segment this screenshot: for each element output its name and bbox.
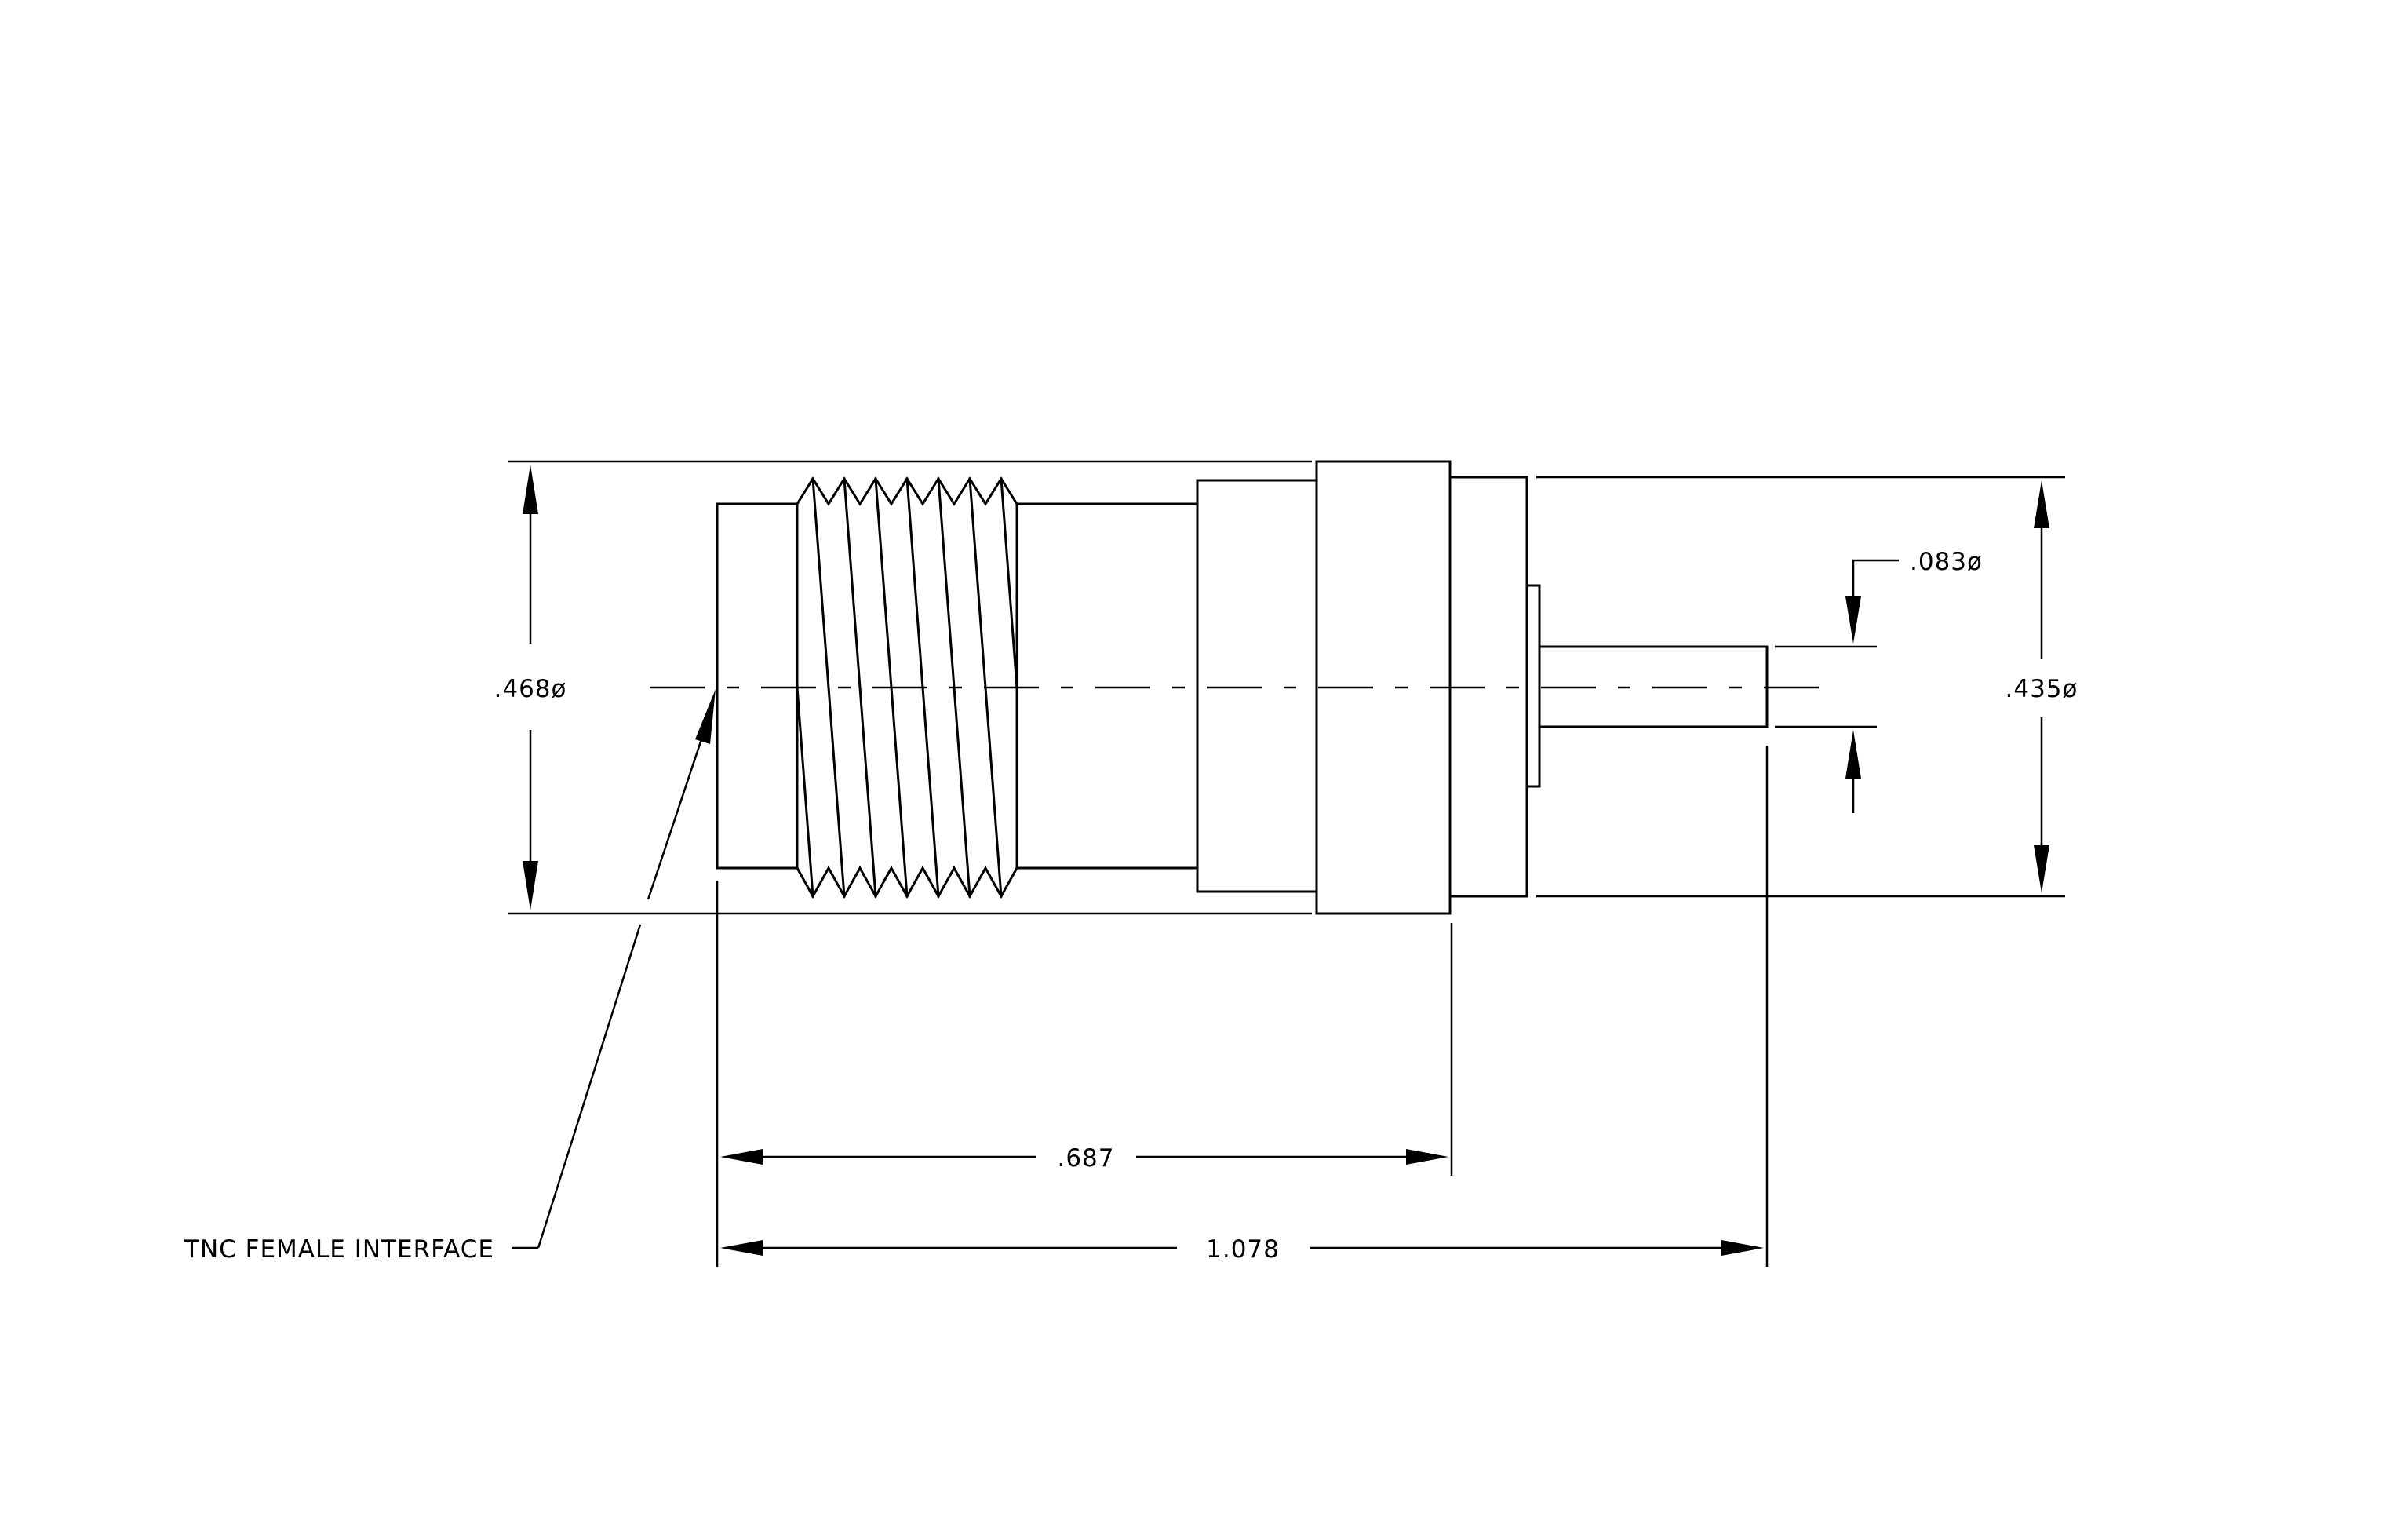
dim-rear-diameter: .435ø [2005,480,2078,893]
dim-body-diameter: .468ø [494,465,567,910]
dim-overall-length-label: 1.078 [1206,1235,1280,1264]
dim-pin-diameter-label: .083ø [1910,548,1983,576]
dim-overall-length: 1.078 [720,1235,1764,1264]
dim-interface-length: .687 [720,1144,1448,1173]
dim-body-diameter-label: .468ø [494,675,567,703]
callout-leader: TNC FEMALE INTERFACE [184,689,716,1264]
extension-lines [508,460,2065,1267]
dim-interface-length-label: .687 [1057,1144,1114,1173]
dim-rear-diameter-label: .435ø [2005,675,2078,703]
dim-pin-diameter: .083ø [1845,548,1983,813]
callout-label: TNC FEMALE INTERFACE [184,1235,494,1264]
